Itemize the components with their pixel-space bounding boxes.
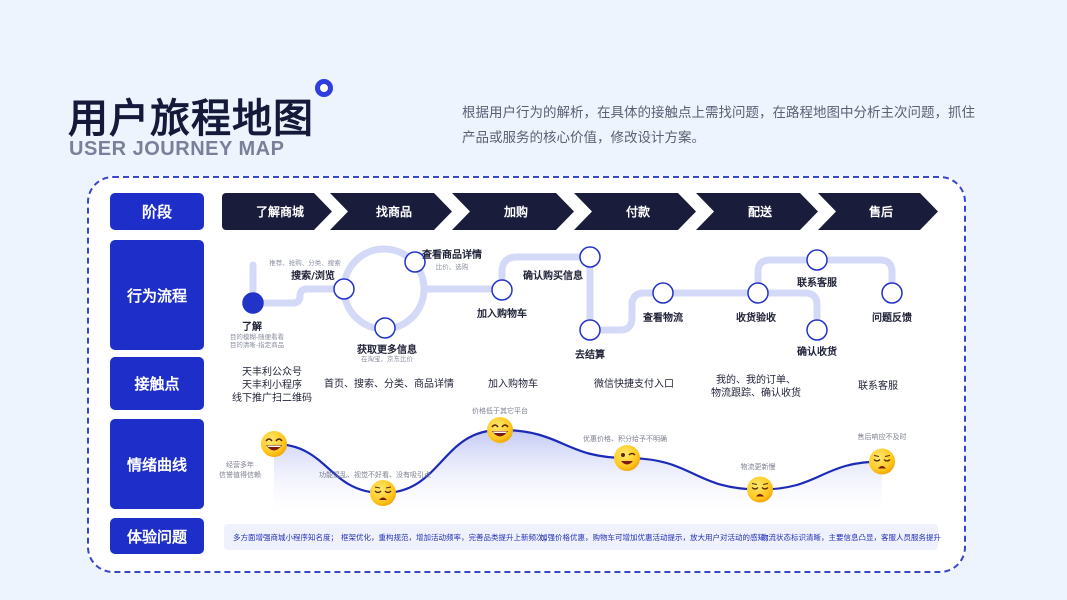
issue-text: 加强价格优惠，购物车可增加优惠活动提示，放大用户对活动的感知；: [540, 533, 773, 542]
stage-chevron: 加购: [452, 193, 574, 230]
stage-chevron: 找商品: [330, 193, 452, 230]
emotion-annotation: 功能混乱、视觉不好看、没有吸引点: [319, 471, 431, 479]
node-sub: 推荐、抢购、分类、搜索: [269, 259, 341, 267]
flow-track: [586, 289, 762, 334]
row-label-stage: 阶段: [110, 193, 204, 230]
emotion-annotation: 价格低于其它平台: [472, 407, 528, 415]
emotion-annotation: 经营多年 信誉值得信赖: [219, 460, 261, 480]
node-title: 去结算: [575, 350, 605, 361]
touchpoint-line: 我的、我的订单、: [716, 375, 796, 386]
row-label-issue: 体验问题: [110, 518, 204, 554]
annotation-line: 信誉值得信赖: [219, 471, 261, 479]
issue-text: 多方面增强商城小程序知名度；: [233, 533, 338, 542]
stage-label: 付款: [625, 205, 650, 219]
emotion-annotation: 优惠价格、积分给予不明确: [583, 435, 667, 443]
stage-label: 加购: [503, 205, 528, 219]
node-title: 确认收货: [797, 347, 837, 358]
node-sub: 比价、选购: [435, 263, 469, 271]
stage-label: 找商品: [375, 205, 412, 219]
row-label-emotion: 情绪曲线: [110, 419, 204, 509]
page-title: 用户旅程地图: [68, 96, 314, 142]
emoji-happy-icon: [487, 417, 513, 443]
node-title: 联系客服: [797, 278, 837, 289]
stage-chevron: 售后: [818, 193, 938, 230]
touchpoint-text: 微信快捷支付入口: [594, 379, 674, 390]
node-title: 收货验收: [736, 313, 776, 324]
node-sub: 目的清晰-指定商品: [229, 341, 285, 349]
flow-node: [806, 249, 828, 271]
row-label-touchpoint: 接触点: [110, 357, 204, 410]
stage-chevron: 了解商城: [222, 193, 332, 230]
emoji-sad-icon: [869, 448, 895, 475]
touchpoint-text: 加入购物车: [488, 379, 538, 390]
flow-node: [374, 317, 396, 339]
page-subtitle: USER JOURNEY MAP: [69, 138, 285, 160]
touchpoint-text: 联系客服: [858, 381, 898, 392]
flow-node: [881, 282, 903, 304]
flow-node: [747, 282, 769, 304]
node-sub: 在淘宝、京东比价: [361, 355, 413, 363]
node-title: 确认购买信息: [523, 271, 583, 282]
page-description: 根据用户行为的解析，在具体的接触点上需找问题，在路程地图中分析主次问题，抓住产品…: [462, 105, 975, 146]
stage-chevron: 付款: [574, 193, 696, 230]
node-title: 查看商品详情: [422, 250, 482, 261]
emoji-happy-icon: [261, 431, 287, 457]
touchpoint-line: 天丰利公众号: [242, 367, 302, 378]
emotion-annotation: 售后响应不及时: [857, 433, 907, 441]
flow-node: [404, 251, 426, 273]
stage-label: 了解商城: [255, 205, 304, 219]
node-title: 查看物流: [643, 313, 683, 324]
flow-node-start: [242, 292, 264, 314]
flow-track: [498, 253, 594, 293]
stage-chevron: 配送: [696, 193, 818, 230]
flow-node: [579, 246, 601, 268]
node-title: 搜索/浏览: [291, 271, 335, 282]
issue-text: 框架优化，重构规范，增加活动频率，完善品类提升上新频次；: [341, 533, 551, 542]
flow-node: [806, 319, 828, 341]
flow-track: [249, 285, 348, 307]
flow-node: [491, 279, 513, 301]
touchpoint-line: 天丰利小程序: [242, 380, 302, 391]
emoji-sad-icon: [370, 480, 396, 506]
touchpoint-text: 首页、搜索、分类、商品详情: [324, 379, 454, 390]
node-title: 问题反馈: [872, 313, 912, 324]
flow-node: [333, 278, 355, 300]
emotion-line: [273, 428, 883, 495]
emoji-sad-icon: [747, 476, 773, 503]
emotion-area: [274, 430, 882, 512]
emoji-wink-icon: [614, 445, 640, 471]
flow-node: [579, 319, 601, 341]
touchpoint-text: 我的、我的订单、 物流跟踪、确认收货: [711, 374, 801, 400]
title-dot-icon: [315, 79, 333, 97]
touchpoint-text: 天丰利公众号 天丰利小程序 线下推广扫二维码: [232, 366, 312, 405]
stage-label: 配送: [747, 205, 772, 219]
flow-node: [652, 282, 674, 304]
emotion-annotation: 物流更新慢: [740, 463, 776, 471]
flow-track: [754, 289, 821, 334]
annotation-line: 经营多年: [226, 461, 254, 469]
node-title: 了解: [242, 322, 262, 333]
issue-text: 物流状态标识清晰，主要信息凸显，客服人员服务提升: [761, 533, 941, 542]
stage-label: 售后: [868, 205, 893, 219]
node-title: 获取更多信息: [357, 345, 417, 356]
touchpoint-line: 物流跟踪、确认收货: [711, 388, 801, 399]
node-title: 加入购物车: [477, 309, 527, 320]
node-sub: 目的模糊-随便看看: [229, 333, 285, 341]
issues-bar: 多方面增强商城小程序知名度； 框架优化，重构规范，增加活动频率，完善品类提升上新…: [224, 524, 941, 550]
row-label-behavior: 行为流程: [110, 240, 204, 350]
touchpoint-line: 线下推广扫二维码: [232, 393, 312, 404]
